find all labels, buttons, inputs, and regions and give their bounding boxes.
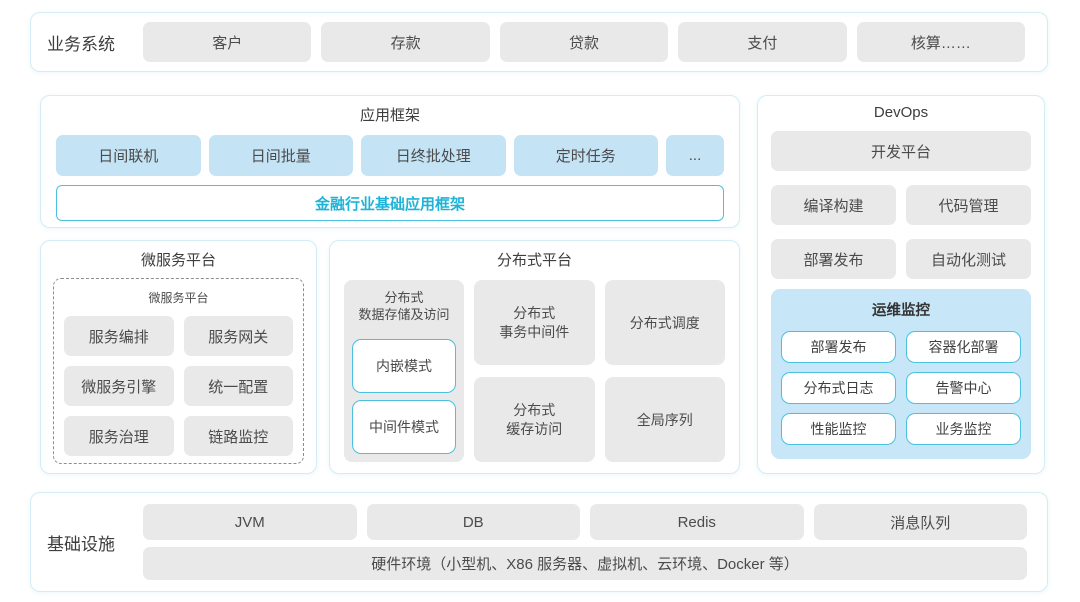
chip-db: DB: [366, 504, 580, 540]
chip-distributed-log: 分布式日志: [781, 372, 896, 404]
chip-loan: 贷款: [499, 22, 669, 62]
chip-customer: 客户: [143, 22, 312, 62]
distributed-platform-section: 分布式平台 分布式 数据存储及访问 内嵌模式 中间件模式 分布式 事务中间件 分…: [329, 240, 740, 474]
chip-eod-batch: 日终批处理: [361, 135, 506, 176]
chip-accounting-etc: 核算……: [856, 22, 1026, 62]
chip-automated-test: 自动化测试: [906, 239, 1031, 279]
distributed-scheduler-block: 分布式调度: [604, 280, 725, 365]
chip-daytime-online: 日间联机: [56, 135, 201, 176]
ops-monitor-title: 运维监控: [872, 303, 930, 319]
infrastructure-row-1: JVM DB Redis 消息队列: [143, 504, 1027, 540]
global-sequence-block: 全局序列: [604, 377, 725, 462]
business-systems-label: 业务系统: [47, 34, 115, 54]
chip-redis: Redis: [590, 504, 804, 540]
chip-more-ellipsis: ...: [666, 135, 724, 176]
chip-build: 编译构建: [771, 185, 896, 225]
infrastructure-label: 基础设施: [47, 534, 115, 554]
chip-code-management: 代码管理: [906, 185, 1031, 225]
chip-microservice-engine: 微服务引擎: [64, 366, 174, 406]
chip-business-monitor: 业务监控: [906, 413, 1021, 445]
base-framework-bar: 金融行业基础应用框架: [56, 185, 724, 221]
distributed-grid: 分布式 数据存储及访问 内嵌模式 中间件模式 分布式 事务中间件 分布式调度 分…: [344, 280, 725, 462]
app-framework-section: 应用框架 日间联机 日间批量 日终批处理 定时任务 ... 金融行业基础应用框架: [40, 95, 740, 228]
infrastructure-section: 基础设施 JVM DB Redis 消息队列 硬件环境（小型机、X86 服务器、…: [30, 492, 1048, 592]
distributed-storage-block: 分布式 数据存储及访问 内嵌模式 中间件模式: [344, 280, 464, 462]
chip-performance-monitor: 性能监控: [781, 413, 896, 445]
ops-monitor-panel: 运维监控 部署发布 容器化部署 分布式日志 告警中心 性能监控 业务监控: [771, 289, 1031, 459]
microservice-platform-title: 微服务平台: [140, 252, 216, 269]
chip-unified-config: 统一配置: [183, 366, 293, 406]
infrastructure-rows: JVM DB Redis 消息队列 硬件环境（小型机、X86 服务器、虚拟机、云…: [143, 504, 1027, 580]
chip-scheduled-task: 定时任务: [513, 135, 658, 176]
chip-service-governance: 服务治理: [64, 416, 174, 456]
chip-container-deploy: 容器化部署: [906, 331, 1021, 363]
distributed-cache-block: 分布式 缓存访问: [474, 377, 595, 462]
chip-monitor-deploy-release: 部署发布: [781, 331, 896, 363]
hardware-environment-bar: 硬件环境（小型机、X86 服务器、虚拟机、云环境、Docker 等）: [143, 547, 1027, 580]
chip-service-orchestration: 服务编排: [64, 316, 174, 356]
middleware-mode-box: 中间件模式: [352, 399, 456, 454]
chip-daytime-batch: 日间批量: [208, 135, 353, 176]
distributed-transaction-block: 分布式 事务中间件: [474, 280, 595, 365]
microservice-inner-title: 微服务平台: [148, 291, 209, 305]
microservice-inner-box: 微服务平台 服务编排 服务网关 微服务引擎 统一配置 服务治理 链路监控: [53, 278, 304, 464]
microservice-grid: 服务编排 服务网关 微服务引擎 统一配置 服务治理 链路监控: [64, 316, 293, 456]
chip-deposit: 存款: [321, 22, 490, 62]
ops-monitor-grid: 部署发布 容器化部署 分布式日志 告警中心 性能监控 业务监控: [781, 331, 1021, 445]
chip-payment: 支付: [678, 22, 847, 62]
chip-trace-monitor: 链路监控: [183, 416, 293, 456]
chip-deploy-release: 部署发布: [771, 239, 896, 279]
chip-message-queue: 消息队列: [813, 504, 1027, 540]
business-systems-row: 客户 存款 贷款 支付 核算……: [143, 22, 1026, 62]
chip-service-gateway: 服务网关: [183, 316, 293, 356]
distributed-storage-title: 分布式 数据存储及访问: [358, 290, 450, 322]
app-framework-title: 应用框架: [359, 107, 420, 124]
microservice-platform-section: 微服务平台 微服务平台 服务编排 服务网关 微服务引擎 统一配置 服务治理 链路…: [40, 240, 317, 474]
distributed-platform-title: 分布式平台: [496, 252, 572, 269]
app-framework-row: 日间联机 日间批量 日终批处理 定时任务 ...: [56, 135, 724, 176]
business-systems-section: 业务系统 客户 存款 贷款 支付 核算……: [30, 12, 1048, 72]
devops-section: DevOps 开发平台 编译构建 代码管理 部署发布 自动化测试 运维监控 部署…: [757, 95, 1045, 474]
devops-title: DevOps: [873, 104, 929, 121]
embedded-mode-box: 内嵌模式: [352, 338, 456, 393]
devops-row-2: 部署发布 自动化测试: [771, 239, 1031, 279]
devops-row-1: 编译构建 代码管理: [771, 185, 1031, 225]
chip-dev-platform: 开发平台: [771, 131, 1031, 171]
chip-jvm: JVM: [143, 504, 357, 540]
chip-alert-center: 告警中心: [906, 372, 1021, 404]
